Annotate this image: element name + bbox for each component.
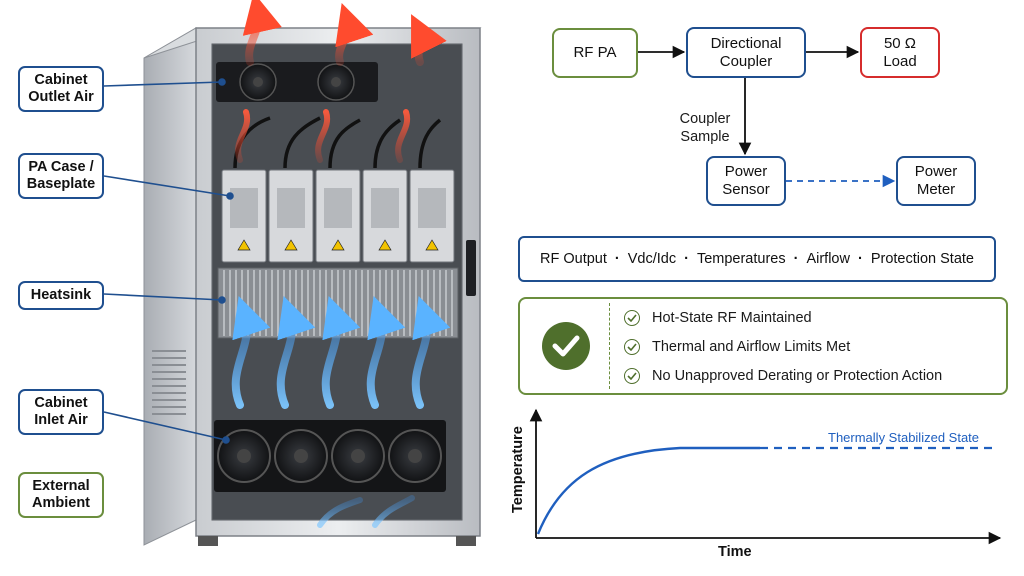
pa-module [315,169,361,263]
label-cabinet-inlet-air: Cabinet Inlet Air [18,389,104,435]
intake-fans [214,420,446,492]
chart-y-label: Temperature [510,426,526,513]
check-circle-icon [624,310,640,326]
cabinet-foot [456,536,476,546]
metric-rf-output: RF Output [540,251,607,267]
hot-air-arrows [235,0,447,163]
metric-temperatures: Temperatures [696,251,786,267]
chart-annotation: Thermally Stabilized State [828,430,980,445]
exhaust-fans [216,62,378,102]
check-circle-icon [624,368,640,384]
cabinet-side-panel [143,27,197,546]
pa-module [221,169,267,263]
label-external-ambient: External Ambient [18,472,104,518]
status-row: Thermal and Airflow Limits Met [624,339,850,355]
side-vents [152,350,186,415]
label-heatsink: Heatsink [18,281,104,310]
pa-module [268,169,314,263]
label-cabinet-outlet-air: Cabinet Outlet Air [18,66,104,112]
label-leader-lines [103,78,234,444]
check-circle-icon [624,339,640,355]
chart-x-label: Time [718,544,752,560]
metric-vdc-idc: Vdc/Idc [627,251,677,267]
pa-module [362,169,408,263]
status-row: No Unapproved Derating or Protection Act… [624,368,942,384]
pass-check-icon [542,322,590,370]
cool-air-arrows [231,296,451,528]
acceptance-status-panel: Hot-State RF Maintained Thermal and Airf… [518,297,1008,395]
status-divider [609,303,610,389]
coupler-sample-label: Coupler Sample [679,111,731,145]
pa-modules [221,169,455,263]
power-meter-box: Power Meter [896,156,976,206]
label-pa-case-baseplate: PA Case / Baseplate [18,153,104,199]
load-box: 50 Ω Load [860,27,940,78]
metric-protection-state: Protection State [870,251,974,267]
monitored-parameters-bar: RF Output· Vdc/Idc· Temperatures· Airflo… [518,236,996,282]
pa-module [409,169,455,263]
rf-pa-box: RF PA [552,28,638,78]
status-row: Hot-State RF Maintained [624,310,812,326]
status-text: Hot-State RF Maintained [652,310,812,326]
cabinet-foot [198,536,218,546]
metric-airflow: Airflow [806,251,850,267]
status-text: Thermal and Airflow Limits Met [652,339,851,355]
door-handle-icon [466,240,476,296]
status-text: No Unapproved Derating or Protection Act… [652,368,943,384]
power-sensor-box: Power Sensor [706,156,786,206]
directional-coupler-box: Directional Coupler [686,27,806,78]
